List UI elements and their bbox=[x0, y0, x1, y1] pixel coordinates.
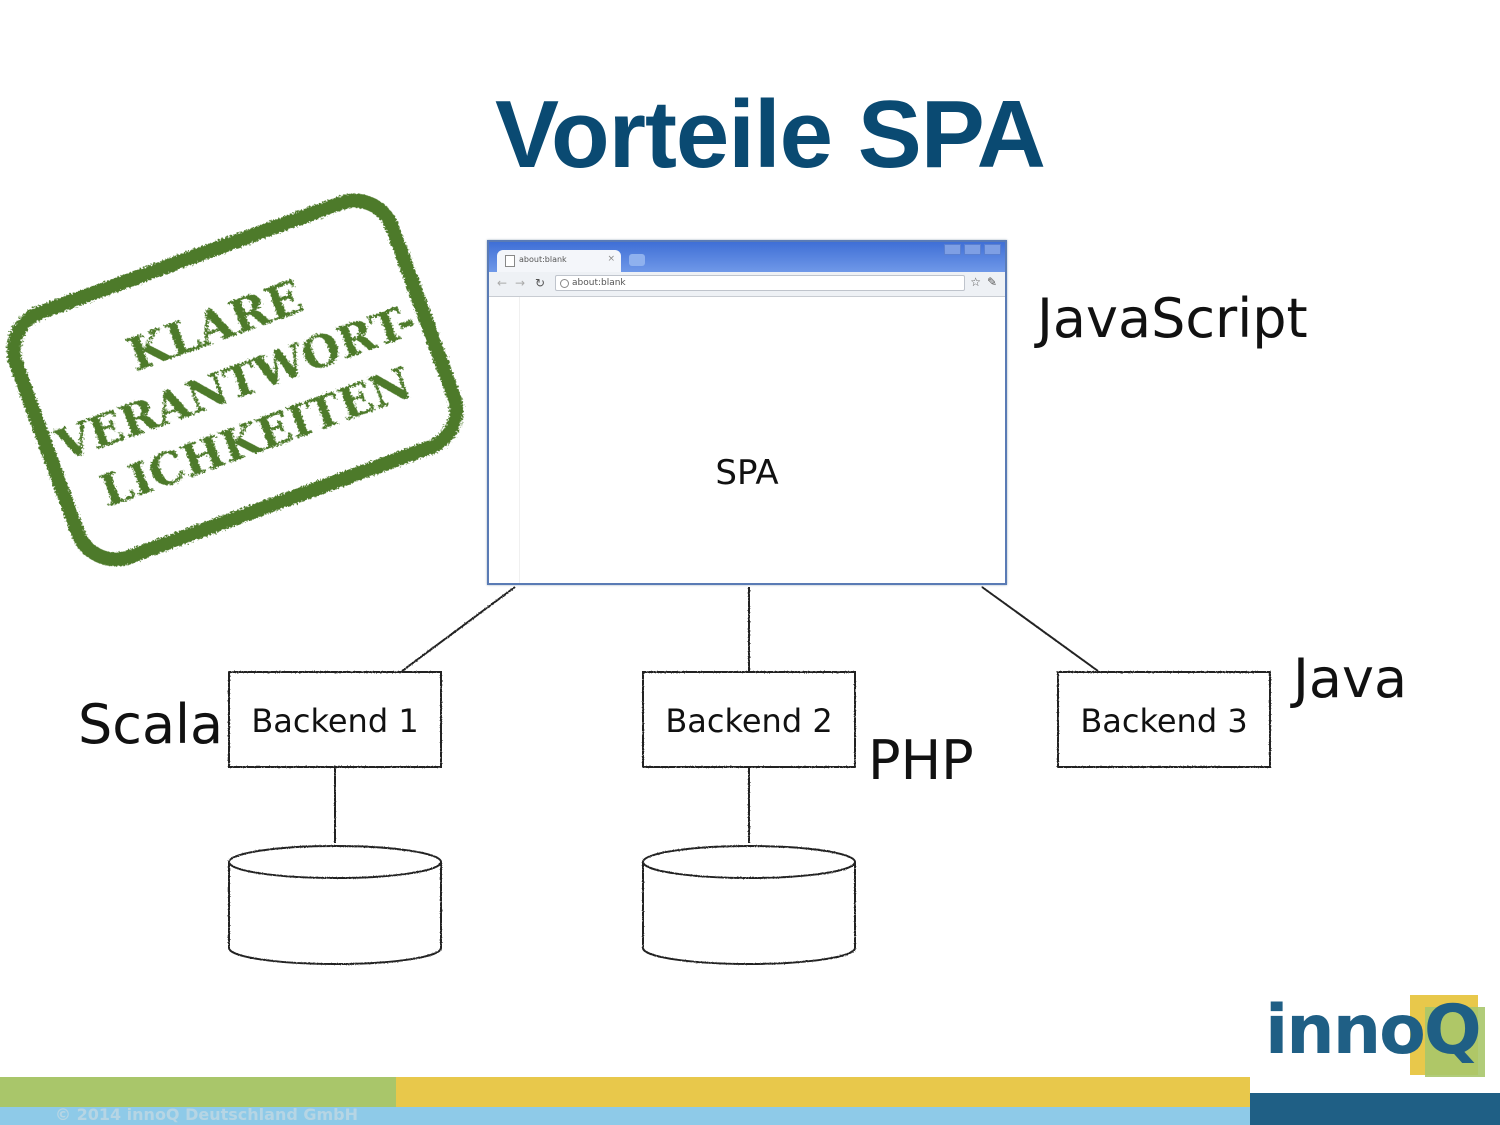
spa-label: SPA bbox=[715, 453, 779, 493]
url-bar[interactable]: about:blank bbox=[555, 275, 965, 291]
wrench-icon[interactable]: ✎ bbox=[986, 275, 997, 289]
connector-backend-3 bbox=[981, 586, 1099, 672]
browser-toolbar: ← → ↻ about:blank ☆ ✎ bbox=[489, 272, 1005, 297]
footer-bar-blue bbox=[0, 1107, 1250, 1125]
backend-1-box bbox=[228, 671, 442, 768]
browser-titlebar: about:blank × bbox=[489, 242, 1005, 272]
back-arrow-icon[interactable]: ← bbox=[497, 276, 508, 290]
frontend-technology-label: JavaScript bbox=[1037, 287, 1308, 350]
database-2-icon bbox=[642, 845, 856, 965]
browser-window: about:blank × ← → ↻ about:blank ☆ ✎ SPA bbox=[487, 240, 1007, 585]
connector-backend-1 bbox=[401, 586, 516, 672]
browser-tab-title: about:blank bbox=[519, 255, 567, 264]
footer-bar-dark bbox=[1250, 1093, 1500, 1125]
footer-bar-yellow bbox=[396, 1077, 1250, 1107]
backend-1-label: Backend 1 bbox=[251, 702, 419, 740]
responsibility-stamp: KLARE VERANTWORT- LICHKEITEN bbox=[6, 193, 464, 567]
backend-1-technology-label: Scala bbox=[78, 693, 224, 756]
close-window-button[interactable] bbox=[984, 244, 1001, 255]
slide-title: Vorteile SPA bbox=[495, 81, 1046, 188]
star-icon[interactable]: ☆ bbox=[970, 275, 981, 289]
backend-2-label: Backend 2 bbox=[665, 702, 833, 740]
footer-bar-green bbox=[0, 1077, 396, 1107]
forward-arrow-icon[interactable]: → bbox=[515, 276, 526, 290]
content-edge bbox=[519, 297, 520, 583]
logo-text: innoQ bbox=[1265, 991, 1482, 1070]
backend-2-box bbox=[642, 671, 856, 768]
minimize-button[interactable] bbox=[944, 244, 961, 255]
innoq-logo: innoQ bbox=[1265, 995, 1485, 1080]
backend-3-label: Backend 3 bbox=[1080, 702, 1248, 740]
url-text: about:blank bbox=[572, 278, 626, 288]
backend-3-box bbox=[1057, 671, 1271, 768]
browser-content: SPA bbox=[489, 297, 1005, 583]
new-tab-button[interactable] bbox=[629, 254, 645, 266]
backend-2-technology-label: PHP bbox=[868, 729, 974, 792]
browser-tab[interactable]: about:blank × bbox=[497, 250, 621, 272]
database-1-icon bbox=[228, 845, 442, 965]
backend-3-technology-label: Java bbox=[1293, 647, 1408, 710]
close-tab-icon[interactable]: × bbox=[607, 254, 615, 264]
page-icon bbox=[505, 255, 515, 267]
stamp-border bbox=[6, 193, 464, 567]
page-info-icon bbox=[560, 279, 569, 288]
window-controls bbox=[944, 244, 1001, 255]
copyright-text: © 2014 innoQ Deutschland GmbH bbox=[55, 1105, 359, 1124]
logo-green-square bbox=[1425, 1007, 1485, 1077]
reload-icon[interactable]: ↻ bbox=[535, 276, 546, 290]
maximize-button[interactable] bbox=[964, 244, 981, 255]
